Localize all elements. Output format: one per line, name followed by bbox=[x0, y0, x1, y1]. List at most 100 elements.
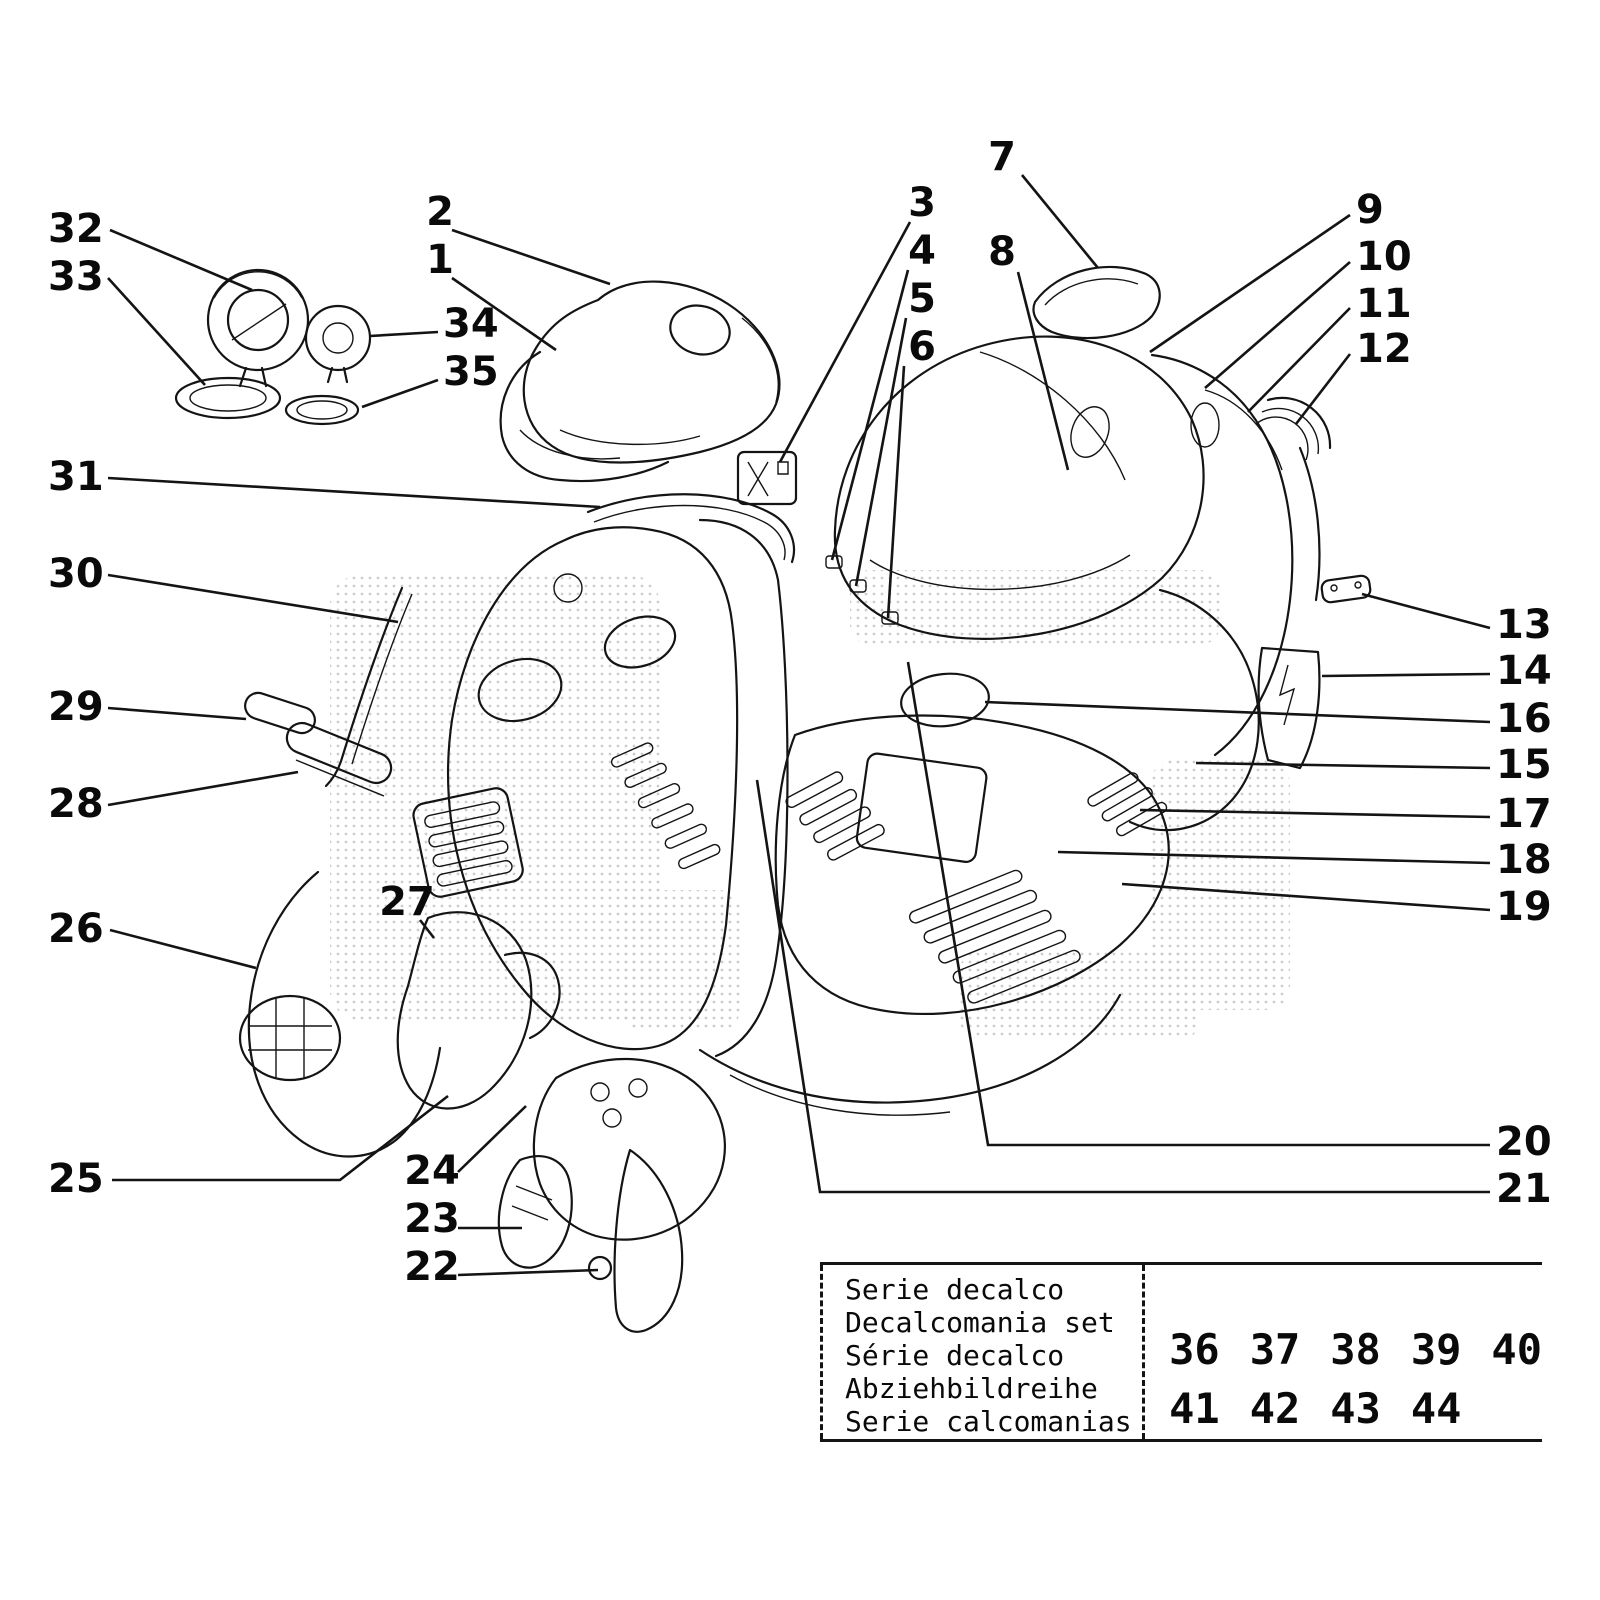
leader-line-13 bbox=[1361, 592, 1491, 630]
decal-number-43: 43 bbox=[1330, 1384, 1381, 1433]
leader-line-25 bbox=[112, 1094, 449, 1182]
leader-line-12 bbox=[1294, 353, 1352, 425]
leader-line-19 bbox=[1121, 882, 1491, 912]
leader-line-16 bbox=[984, 700, 1491, 724]
leader-line-35 bbox=[361, 378, 439, 409]
leader-line-4 bbox=[830, 269, 910, 561]
callout-number-26: 26 bbox=[48, 906, 104, 952]
part-top-cover bbox=[1032, 265, 1161, 340]
callout-layer: 3233213435345678910111213141615171819202… bbox=[48, 134, 1552, 1290]
decal-number-40: 40 bbox=[1491, 1325, 1542, 1374]
callout-number-7: 7 bbox=[988, 134, 1016, 180]
callout-number-4: 4 bbox=[908, 228, 936, 274]
part-fuel-cap-small bbox=[284, 304, 372, 426]
leader-line-5 bbox=[854, 317, 908, 587]
legend-row-italian: Serie decalco bbox=[845, 1273, 1065, 1306]
part-leg-shield bbox=[447, 518, 789, 1058]
leader-line-14 bbox=[1321, 672, 1491, 678]
leader-line-8 bbox=[1016, 271, 1070, 471]
legend-row-spanish: Serie calcomanias bbox=[845, 1405, 1132, 1438]
callout-number-12: 12 bbox=[1356, 326, 1412, 372]
leader-line-3 bbox=[778, 221, 912, 463]
legend-row-english: Decalcomania set bbox=[845, 1306, 1115, 1339]
callout-number-11: 11 bbox=[1356, 281, 1412, 327]
callout-number-8: 8 bbox=[988, 229, 1016, 275]
callout-number-3: 3 bbox=[908, 180, 936, 226]
halftone-shading bbox=[330, 570, 1290, 1040]
part-handlebar-cover bbox=[522, 280, 781, 464]
part-fuel-cap-large bbox=[174, 268, 310, 420]
legend-text-column: Serie decalco Decalcomania set Série dec… bbox=[820, 1265, 1146, 1439]
leader-line-31 bbox=[107, 476, 601, 509]
part-mud-flap bbox=[1257, 646, 1321, 770]
part-right-body-panel bbox=[1087, 588, 1260, 837]
callout-number-20: 20 bbox=[1496, 1119, 1552, 1165]
callout-number-1: 1 bbox=[426, 237, 454, 283]
leader-line-30 bbox=[107, 573, 399, 624]
part-edge-strip bbox=[324, 586, 413, 788]
leader-line-29 bbox=[107, 706, 247, 721]
part-fork-covers bbox=[497, 1148, 684, 1333]
leader-line-28 bbox=[107, 770, 299, 807]
callout-number-6: 6 bbox=[908, 324, 936, 370]
part-front-fender bbox=[396, 911, 561, 1110]
callout-number-29: 29 bbox=[48, 684, 104, 730]
leader-line-17 bbox=[1139, 808, 1491, 819]
legend-row-french: Série decalco bbox=[845, 1339, 1065, 1372]
decal-number-41: 41 bbox=[1169, 1384, 1220, 1433]
leader-line-6 bbox=[886, 365, 906, 619]
leader-line-34 bbox=[369, 330, 439, 338]
callout-number-25: 25 bbox=[48, 1156, 104, 1202]
callout-number-9: 9 bbox=[1356, 187, 1384, 233]
leader-line-15 bbox=[1195, 761, 1491, 770]
decal-number-44: 44 bbox=[1410, 1384, 1462, 1433]
callout-number-33: 33 bbox=[48, 254, 104, 300]
leader-line-9 bbox=[1149, 213, 1351, 354]
part-under-cowl bbox=[698, 993, 1122, 1116]
leader-line-2 bbox=[451, 228, 611, 286]
part-seat-body bbox=[833, 335, 1205, 640]
callout-number-32: 32 bbox=[48, 206, 104, 252]
leader-line-10 bbox=[1204, 261, 1351, 389]
callout-number-22: 22 bbox=[404, 1244, 460, 1290]
callout-number-17: 17 bbox=[1496, 791, 1552, 837]
decal-number-36: 36 bbox=[1169, 1325, 1220, 1374]
part-trim-sticks bbox=[244, 691, 393, 797]
callout-number-10: 10 bbox=[1356, 234, 1412, 280]
part-bracket-clip bbox=[736, 450, 798, 506]
callout-number-16: 16 bbox=[1496, 696, 1552, 742]
leader-line-21 bbox=[755, 779, 1490, 1194]
leader-line-22 bbox=[457, 1268, 599, 1277]
leader-line-18 bbox=[1057, 850, 1491, 865]
callout-number-15: 15 bbox=[1496, 742, 1552, 788]
decal-number-42: 42 bbox=[1249, 1384, 1301, 1433]
decal-number-37: 37 bbox=[1249, 1325, 1301, 1374]
callout-number-28: 28 bbox=[48, 781, 104, 827]
leader-line-1 bbox=[451, 276, 557, 352]
leader-line-26 bbox=[109, 928, 257, 970]
legend-row-german: Abziehbildreihe bbox=[845, 1372, 1098, 1405]
callout-number-27: 27 bbox=[379, 879, 435, 925]
decal-numbers-row-2: 41 42 43 44 bbox=[1169, 1384, 1542, 1433]
callout-number-19: 19 bbox=[1496, 884, 1552, 930]
callout-number-23: 23 bbox=[404, 1196, 460, 1242]
leader-line-33 bbox=[107, 277, 206, 386]
callout-number-34: 34 bbox=[443, 301, 499, 347]
leader-line-27 bbox=[418, 919, 436, 939]
part-small-bracket bbox=[1320, 574, 1372, 604]
callout-number-35: 35 bbox=[443, 349, 499, 395]
callout-number-31: 31 bbox=[48, 454, 104, 500]
callout-number-21: 21 bbox=[1496, 1166, 1552, 1212]
callout-number-18: 18 bbox=[1496, 837, 1552, 883]
leader-line-11 bbox=[1247, 307, 1351, 413]
callout-number-14: 14 bbox=[1496, 648, 1552, 694]
leader-line-20 bbox=[906, 661, 1490, 1147]
callout-number-30: 30 bbox=[48, 551, 104, 597]
decal-number-39: 39 bbox=[1410, 1325, 1462, 1374]
part-footboard bbox=[774, 672, 1170, 1016]
part-wheel-cover bbox=[532, 1057, 726, 1241]
leader-line-24 bbox=[457, 1105, 527, 1173]
